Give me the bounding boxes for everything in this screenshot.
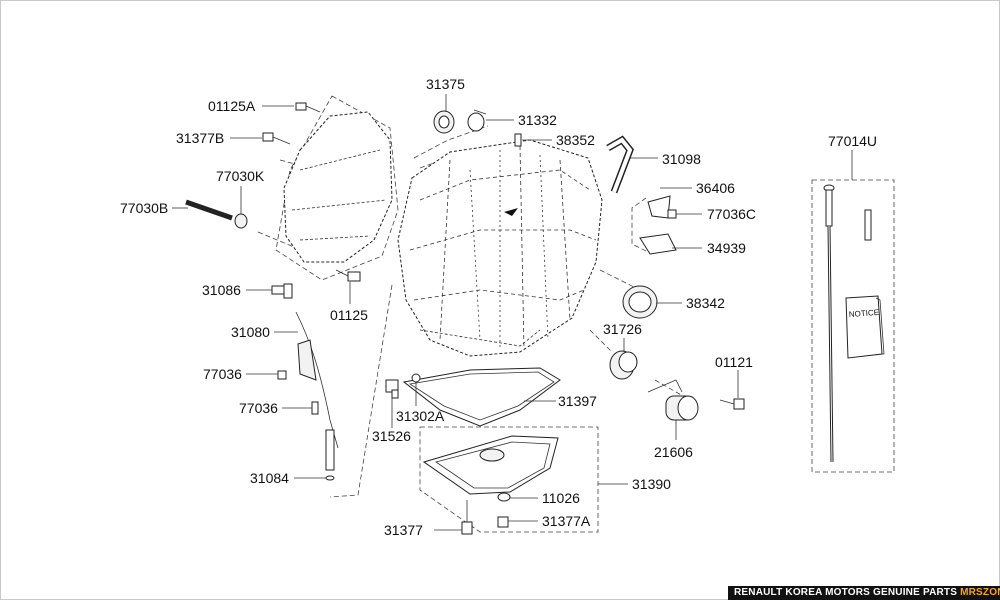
label-34939: 34939 — [707, 240, 746, 256]
label-31377A: 31377A — [542, 513, 591, 529]
label-38342: 38342 — [686, 295, 725, 311]
label-77014U: 77014U — [828, 133, 877, 149]
part-icons — [185, 102, 885, 535]
label-01121: 01121 — [715, 354, 753, 370]
label-31086: 31086 — [202, 282, 241, 298]
label-77036C: 77036C — [707, 206, 756, 222]
label-31526: 31526 — [372, 428, 411, 444]
label-77036-a: 77036 — [203, 366, 242, 382]
label-31397: 31397 — [558, 393, 597, 409]
label-36406: 36406 — [696, 180, 735, 196]
label-31302A: 31302A — [396, 408, 445, 424]
footer-brand: MRSZONE — [960, 587, 1000, 598]
label-31084: 31084 — [250, 470, 289, 486]
notice-booklet-text: NOTICE — [849, 308, 880, 319]
footer-caption: RENAULT KOREA MOTORS GENUINE PARTS MRSZO… — [734, 587, 1000, 598]
label-38352: 38352 — [556, 132, 595, 148]
label-31332: 31332 — [518, 112, 557, 128]
label-77036-b: 77036 — [239, 400, 278, 416]
label-31080: 31080 — [231, 324, 270, 340]
label-77030B: 77030B — [120, 200, 168, 216]
label-01125A: 01125A — [208, 98, 256, 114]
footer-bar — [728, 586, 1000, 600]
transmission-case — [397, 139, 603, 357]
label-31377: 31377 — [384, 522, 423, 538]
label-31098: 31098 — [662, 151, 701, 167]
label-31377B: 31377B — [176, 130, 224, 146]
label-31375: 31375 — [426, 76, 465, 92]
leader-lines — [172, 94, 853, 531]
label-31726: 31726 — [603, 321, 642, 337]
label-01125: 01125 — [330, 307, 368, 323]
label-21606: 21606 — [654, 444, 693, 460]
label-11026: 11026 — [542, 490, 580, 506]
part-labels: 01125A 31377B 77030K 77030B 01125 31086 … — [120, 76, 879, 538]
converter-housing — [283, 111, 393, 263]
footer-text: RENAULT KOREA MOTORS GENUINE PARTS — [734, 587, 958, 598]
label-31390: 31390 — [632, 476, 671, 492]
label-77030K: 77030K — [216, 168, 265, 184]
